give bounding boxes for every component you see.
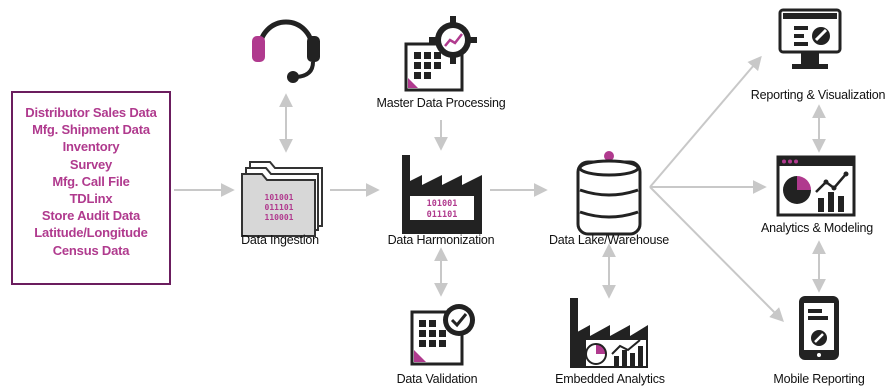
label-lake: Data Lake/Warehouse [548, 233, 670, 247]
dashboard-window-icon [776, 155, 856, 217]
ingestion-binary-1: 101001 [265, 193, 294, 202]
arrow-lake-mobile [649, 186, 784, 322]
harmonization-binary-1: 101001 [427, 199, 458, 209]
database-icon [576, 151, 642, 236]
folder-icon: 101001 011101 110001 [241, 161, 323, 237]
label-analytics: Analytics & Modeling [760, 221, 874, 235]
building-gear-icon [404, 16, 477, 92]
label-embedded: Embedded Analytics [555, 372, 665, 386]
arrow-lake-reporting [649, 55, 762, 188]
source-item: Distributor Sales Data [25, 105, 157, 120]
source-item: Mfg. Shipment Data [32, 122, 150, 138]
headset-icon [252, 19, 320, 83]
source-item: Survey [69, 156, 113, 172]
ingestion-binary-2: 011101 [265, 203, 294, 212]
ingestion-binary-3: 110001 [265, 213, 294, 222]
source-item: Latitude/Longitude [34, 225, 148, 241]
source-item: Mfg. Call File [52, 173, 130, 189]
source-item: Census Data [52, 242, 130, 258]
monitor-icon [778, 8, 842, 69]
source-item: Store Audit Data [41, 208, 141, 224]
label-ingestion: Data Ingestion [241, 233, 319, 247]
source-item: TDLinx [69, 191, 113, 207]
building-check-icon [410, 304, 475, 366]
sources-box [11, 91, 171, 285]
label-master: Master Data Processing [376, 96, 506, 110]
factory-chart-icon [570, 298, 648, 368]
label-reporting: Reporting & Visualization [750, 88, 886, 102]
label-mobile: Mobile Reporting [773, 372, 865, 386]
connectors [174, 55, 826, 322]
label-validation: Data Validation [396, 372, 478, 386]
factory-icon: 101001 011101 [402, 155, 482, 234]
sources-list: Distributor Sales Data Mfg. Shipment Dat… [11, 104, 171, 259]
tablet-icon [799, 296, 839, 360]
harmonization-binary-2: 011101 [427, 210, 458, 220]
label-harmonization: Data Harmonization [387, 233, 495, 247]
source-item: Inventory [62, 139, 120, 155]
